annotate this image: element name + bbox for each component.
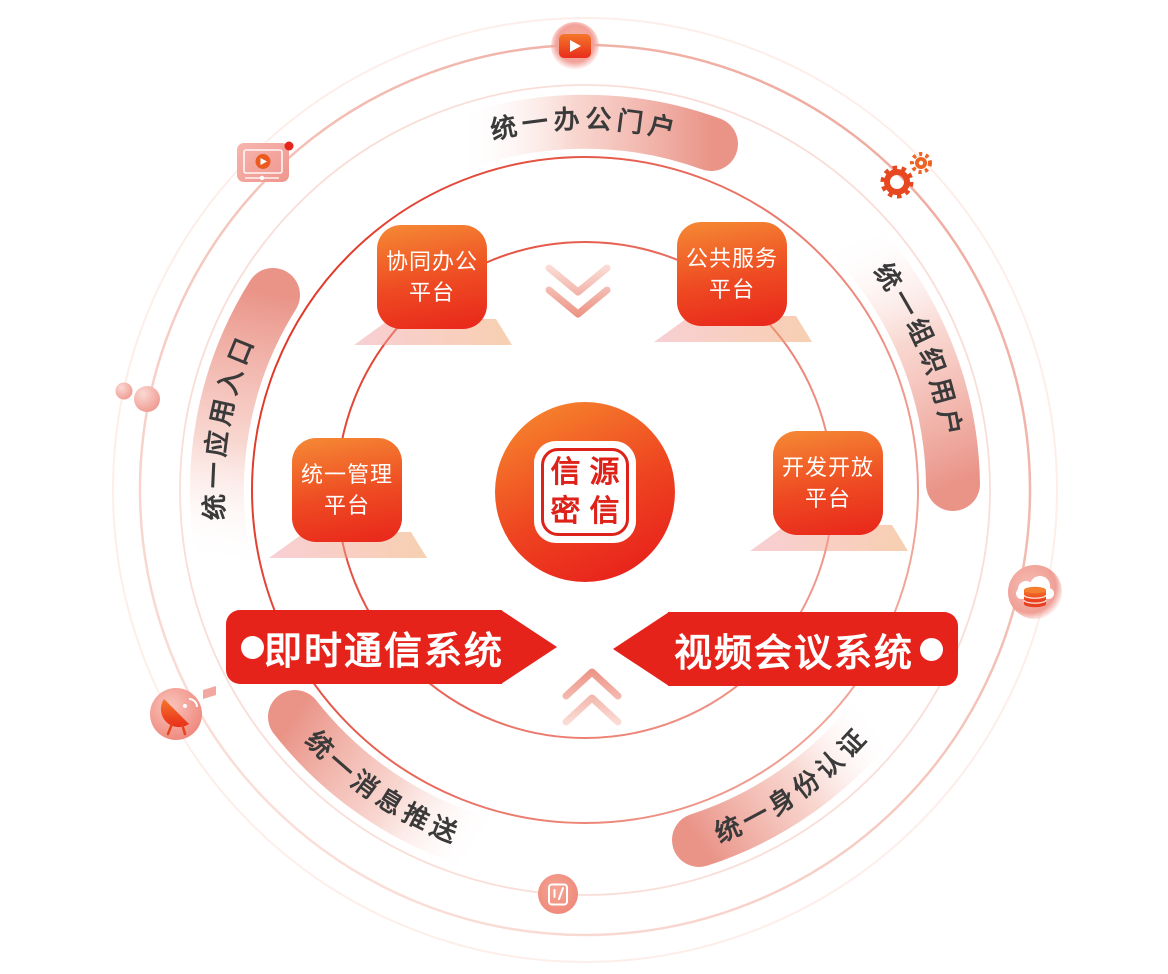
ring-label-bottom-right: 统一身份认证 — [710, 720, 875, 848]
platform-label-line1: 协同办公 — [385, 249, 478, 274]
platform-box-collaborative-office: 协同办公 平台 — [377, 225, 487, 329]
second-ring — [179, 84, 991, 896]
satellite-dish-icon — [150, 686, 216, 740]
platform-box-unified-management: 统一管理 平台 — [292, 438, 402, 542]
middle-red-ring — [251, 156, 919, 824]
seal-char: 信 — [589, 494, 620, 528]
chevrons-down-icon — [545, 264, 611, 318]
seal-char: 源 — [589, 455, 620, 489]
decor-dots-icon — [115, 382, 160, 412]
platform-box-open-development: 开发开放 平台 — [773, 431, 883, 535]
banner-instant-messaging: 即时通信系统 — [226, 610, 557, 684]
seal-char: 信 — [550, 455, 581, 489]
platform-label-line1: 统一管理 — [300, 462, 393, 487]
banner-video-conference: 视频会议系统 — [613, 612, 958, 686]
band-right — [823, 207, 980, 511]
video-play-icon — [551, 22, 599, 70]
cloud-database-icon — [1008, 565, 1062, 619]
band-top — [432, 94, 738, 171]
banner-dot — [241, 635, 264, 659]
ring-label-bottom-right-text: 统一身份认证 — [710, 720, 870, 848]
platform-label-line2: 平台 — [323, 493, 370, 518]
brand-seal: 信 源 密 信 — [534, 441, 636, 543]
seal-char: 密 — [550, 494, 581, 528]
band-left — [189, 268, 300, 594]
band-bottom-right — [672, 690, 902, 867]
platform-label-line1: 公共服务 — [685, 246, 778, 271]
arrow-left-tip — [613, 612, 669, 686]
platform-label-line1: 开发开放 — [781, 455, 874, 480]
arrow-right-tip — [501, 610, 557, 684]
brand-seal-border: 信 源 密 信 — [541, 448, 629, 536]
chevrons-up-icon — [562, 668, 622, 726]
platform-box-public-service: 公共服务 平台 — [677, 222, 787, 326]
banner-dot — [920, 637, 943, 661]
label-bands — [189, 94, 980, 871]
gears-icon — [880, 152, 932, 199]
band-bottom-left — [268, 690, 511, 871]
banner-right-label: 视频会议系统 — [673, 632, 914, 675]
ring-label-bottom-left-text: 统一消息推送 — [300, 725, 461, 850]
ring-label-bottom-left: 统一消息推送 — [300, 725, 466, 850]
banner-left-label: 即时通信系统 — [264, 630, 505, 673]
platform-label-line2: 平台 — [708, 277, 755, 302]
media-player-icon — [237, 141, 294, 182]
platform-label-line2: 平台 — [408, 280, 455, 305]
outermost-ring — [112, 17, 1058, 963]
note-icon — [538, 874, 578, 914]
platform-label-line2: 平台 — [804, 486, 851, 511]
